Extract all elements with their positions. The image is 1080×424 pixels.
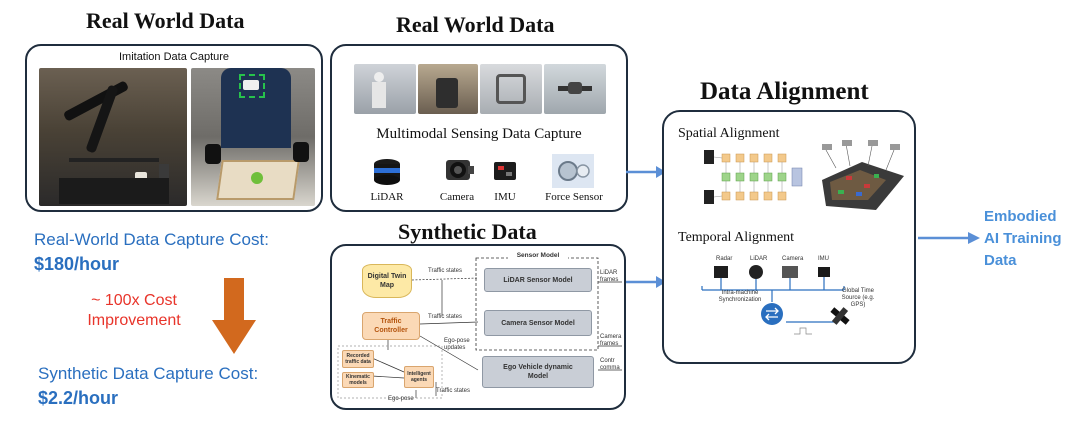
industrial-robot-photo	[480, 64, 542, 114]
improvement-line1: ~ 100x Cost	[91, 292, 177, 309]
spatial-alignment-label: Spatial Alignment	[678, 126, 780, 141]
title-real-world-center: Real World Data	[396, 12, 555, 37]
temporal-sync-diagram	[701, 265, 850, 335]
digital-twin-map-node: Digital Twin Map	[362, 264, 412, 298]
drone-photo	[544, 64, 606, 114]
traffic-states-label-3: Traffic states	[436, 388, 471, 394]
synthetic-cost-label: Synthetic Data Capture Cost:	[38, 364, 259, 383]
title-data-alignment: Data Alignment	[700, 78, 869, 105]
ego-pose-label: Ego-pose	[388, 396, 414, 402]
ego-vehicle-model-node: Ego Vehicle dynamic Model	[482, 356, 594, 388]
intelligent-agents-node: Intelligent agents	[404, 366, 434, 388]
ego-pose-updates-label: Ego-pose updates	[444, 338, 470, 351]
temporal-alignment-label: Temporal Alignment	[678, 230, 795, 245]
camera-frames-label: Camera frames	[600, 334, 622, 347]
synthetic-connectors	[337, 257, 622, 399]
imitation-caption: Imitation Data Capture	[118, 51, 230, 63]
force-sensor-label: Force Sensor	[545, 191, 603, 203]
recorded-traffic-node: Recorded traffic data	[342, 350, 374, 368]
title-real-world-left: Real World Data	[86, 8, 245, 33]
robot-arm-photo	[39, 68, 187, 206]
lidar-frames-label: LiDAR frames	[600, 270, 619, 283]
imitation-capture-panel: Imitation Data Capture	[25, 44, 323, 212]
data-alignment-panel: Spatial Alignment	[662, 110, 916, 364]
vr-tracker-highlight	[239, 74, 265, 98]
intra-sync-label: Intra-machine Synchronization	[718, 290, 762, 303]
synthetic-cost-value: $2.2/hour	[38, 388, 119, 408]
lidar-sensor-model-node: LiDAR Sensor Model	[484, 268, 592, 292]
lidar-label: LiDAR	[370, 191, 404, 203]
multimodal-capture-panel: Multimodal Sensing Data Capture LiDAR Ca…	[330, 44, 628, 212]
synthetic-data-panel: Digital Twin Map Traffic Controller Sens…	[330, 244, 626, 410]
kinematic-models-node: Kinematic models	[342, 372, 374, 388]
traffic-states-label-1: Traffic states	[428, 268, 463, 274]
temporal-radar-label: Radar	[716, 256, 733, 262]
imu-sensor-icon	[490, 156, 520, 186]
force-sensor-icon	[552, 154, 594, 188]
lidar-sensor-icon	[370, 154, 404, 188]
real-cost-value: $180/hour	[34, 254, 120, 274]
humanoid-robot-photo	[354, 64, 416, 114]
mobile-manipulator-photo	[418, 64, 478, 114]
robot-arm-shape	[62, 80, 130, 122]
center-to-alignment-arrows	[626, 166, 666, 288]
improvement-line2: Improvement	[87, 312, 181, 329]
output-label-line3: Data	[984, 252, 1017, 269]
traffic-controller-node: Traffic Controller	[362, 312, 420, 340]
cost-down-arrow-icon	[212, 278, 256, 354]
camera-sensor-model-node: Camera Sensor Model	[484, 310, 592, 336]
temporal-imu-label: IMU	[818, 256, 829, 262]
spatial-network-diagram	[704, 146, 808, 210]
camera-sensor-icon	[442, 154, 476, 188]
real-cost-label: Real-World Data Capture Cost:	[34, 230, 269, 249]
control-commands-label: Contr comma	[600, 358, 620, 371]
multimodal-caption: Multimodal Sensing Data Capture	[376, 126, 582, 142]
imu-label: IMU	[494, 191, 516, 203]
sensor-model-title: Sensor Model	[508, 250, 568, 260]
alignment-to-output-arrow	[918, 232, 980, 244]
temporal-lidar-label: LiDAR	[750, 256, 768, 262]
temporal-camera-label: Camera	[782, 256, 804, 262]
spatial-3d-scene	[816, 140, 908, 212]
output-label-line1: Embodied	[984, 208, 1057, 225]
title-synthetic: Synthetic Data	[398, 219, 537, 244]
output-label-line2: AI Training	[984, 230, 1062, 247]
camera-label: Camera	[439, 191, 475, 203]
human-demonstration-photo	[191, 68, 315, 206]
traffic-states-label-2: Traffic states	[428, 314, 463, 320]
global-time-label: Global Time Source (e.g. GPS)	[841, 288, 875, 308]
